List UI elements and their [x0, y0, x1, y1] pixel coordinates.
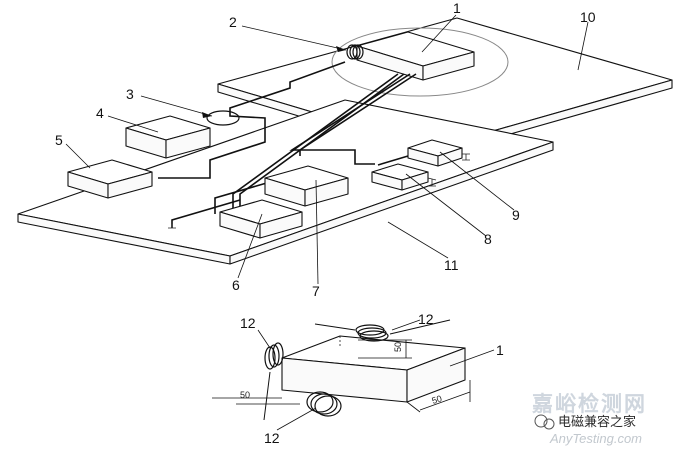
label-12-front: 12 [264, 430, 280, 446]
dimension-lines [212, 339, 471, 413]
coil-12-left [263, 342, 284, 421]
box-5 [67, 159, 153, 199]
label-11: 11 [444, 257, 459, 273]
label-2: 2 [229, 14, 237, 30]
label-1: 1 [453, 0, 461, 16]
box-4 [125, 115, 211, 159]
box-9 [407, 139, 463, 167]
cable-harness [158, 61, 417, 228]
leader-lines [65, 14, 589, 285]
dim-vertical: 50 [393, 342, 403, 352]
arrow-3 [202, 112, 212, 118]
label-7: 7 [312, 283, 320, 299]
label-9: 9 [512, 207, 520, 223]
label-5: 5 [55, 132, 63, 148]
watermark-account: 电磁兼容之家 [558, 414, 636, 430]
label-12-top: 12 [418, 311, 434, 327]
label-6: 6 [232, 277, 240, 293]
coil-2 [346, 44, 364, 60]
coil-12-front [306, 391, 342, 417]
arrow-2 [336, 46, 346, 52]
watermark-site: 嘉峪检测网 [532, 392, 647, 416]
leader-lines-bottom [257, 319, 495, 431]
loop-3 [206, 110, 240, 126]
label-8: 8 [484, 231, 492, 247]
label-4: 4 [96, 105, 104, 121]
dim-left: 50 [240, 390, 250, 400]
box-7 [264, 165, 349, 207]
label-3: 3 [126, 86, 134, 102]
watermark: 嘉峪检测网 电磁兼容之家 AnyTesting.com [532, 392, 647, 446]
coil-12-top [314, 319, 451, 342]
label-10: 10 [580, 9, 596, 25]
box-6 [219, 199, 303, 239]
highlight-ellipse [331, 27, 509, 97]
dim-right: 50 [431, 393, 444, 406]
box-1-detail [281, 335, 466, 403]
label-1-detail: 1 [496, 342, 504, 358]
wechat-icon [534, 414, 555, 430]
label-12-left: 12 [240, 315, 256, 331]
watermark-url: AnyTesting.com [549, 431, 642, 446]
ground-symbols [168, 153, 470, 229]
